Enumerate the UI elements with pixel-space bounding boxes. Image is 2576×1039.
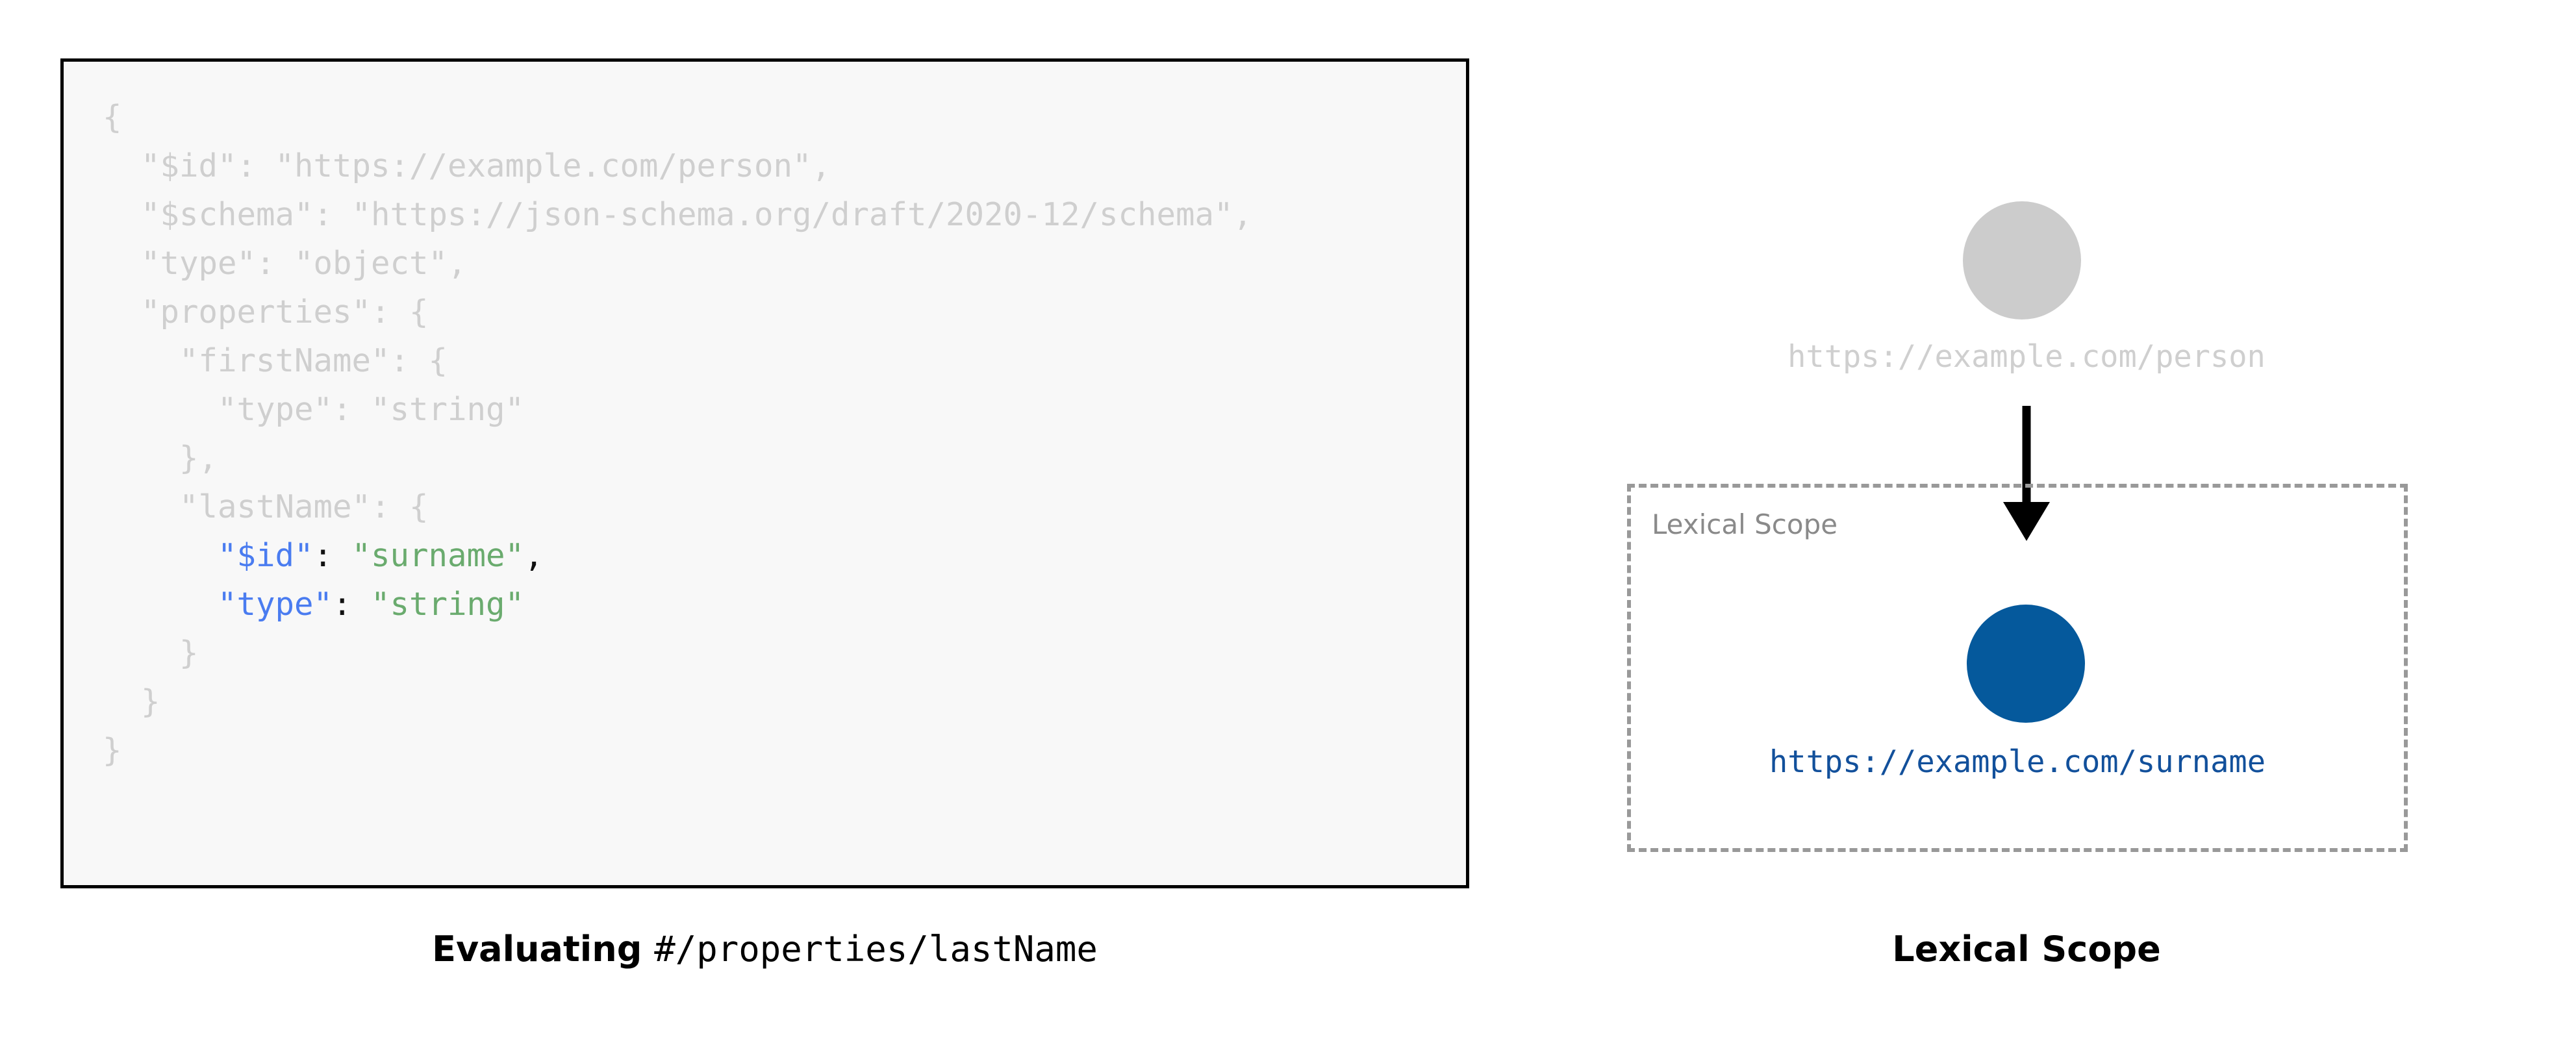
code-indent: [103, 537, 218, 574]
child-node-circle: [1967, 605, 2085, 723]
left-caption: Evaluating #/properties/lastName: [60, 929, 1469, 970]
code-token-dim: {: [103, 99, 122, 136]
code-token-dim: "lastName": {: [179, 488, 429, 525]
code-token-str: "string": [371, 586, 525, 623]
code-indent: [103, 440, 179, 477]
code-indent: [103, 196, 141, 233]
code-token-dim: "firstName": {: [179, 342, 448, 379]
lexical-scope-diagram: https://example.com/person Lexical Scope…: [1585, 58, 2468, 888]
parent-node-circle: [1963, 201, 2081, 319]
code-token-dim: "$id": "https://example.com/person",: [141, 147, 831, 184]
code-token-dim: }: [179, 634, 199, 671]
code-indent: [103, 683, 141, 720]
left-caption-pointer: #/properties/lastName: [654, 929, 1098, 970]
code-line: {: [103, 93, 1459, 142]
code-indent: [103, 342, 179, 379]
lexical-scope-box: Lexical Scope https://example.com/surnam…: [1627, 484, 2408, 852]
code-token-punc: :: [333, 586, 372, 623]
code-line: },: [103, 434, 1459, 482]
child-node-label: https://example.com/surname: [1769, 744, 2266, 780]
code-token-dim: }: [103, 732, 122, 769]
code-line: }: [103, 726, 1459, 775]
code-line: "$schema": "https://json-schema.org/draf…: [103, 190, 1459, 239]
code-line: "$id": "https://example.com/person",: [103, 142, 1459, 190]
code-token-punc: ,: [524, 537, 544, 574]
code-indent: [103, 488, 179, 525]
lexical-scope-box-label: Lexical Scope: [1652, 508, 1838, 540]
code-indent: [103, 147, 141, 184]
code-listing-panel: { "$id": "https://example.com/person", "…: [60, 58, 1469, 888]
code-listing: { "$id": "https://example.com/person", "…: [103, 93, 1459, 775]
code-token-dim: "type": "string": [218, 391, 525, 428]
code-line: "type": "string": [103, 385, 1459, 434]
code-token-dim: }: [141, 683, 160, 720]
code-token-str: "surname": [351, 537, 525, 574]
code-line: "firstName": {: [103, 336, 1459, 385]
code-indent: [103, 245, 141, 282]
parent-node-label: https://example.com/person: [1787, 339, 2266, 375]
code-token-dim: "properties": {: [141, 294, 429, 331]
code-token-dim: },: [179, 440, 218, 477]
right-caption: Lexical Scope: [1892, 929, 2161, 970]
left-caption-bold: Evaluating: [432, 929, 655, 970]
code-indent: [103, 391, 218, 428]
code-box: { "$id": "https://example.com/person", "…: [60, 58, 1469, 888]
code-line: "$id": "surname",: [103, 531, 1459, 580]
code-token-dim: "$schema": "https://json-schema.org/draf…: [141, 196, 1253, 233]
code-token-key: "$id": [218, 537, 314, 574]
code-indent: [103, 294, 141, 331]
scope-arrow-icon: [2003, 406, 2050, 541]
code-indent: [103, 586, 218, 623]
code-token-key: "type": [218, 586, 333, 623]
code-indent: [103, 634, 179, 671]
code-token-dim: "type": "object",: [141, 245, 467, 282]
code-line: "type": "string": [103, 580, 1459, 629]
code-token-punc: :: [313, 537, 352, 574]
code-line: "properties": {: [103, 288, 1459, 336]
code-line: }: [103, 677, 1459, 726]
code-line: "lastName": {: [103, 482, 1459, 531]
code-line: "type": "object",: [103, 239, 1459, 288]
code-line: }: [103, 629, 1459, 677]
